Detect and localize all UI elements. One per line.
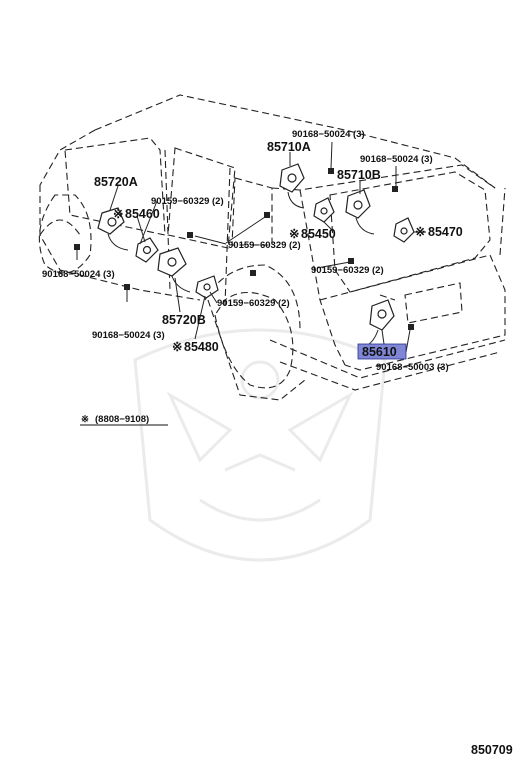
component-85450[interactable]: [313, 197, 335, 223]
component-85480[interactable]: [195, 275, 219, 299]
label-90159-60329-top[interactable]: 90159−60329 (2): [151, 196, 224, 207]
label-90168-50024-left[interactable]: 90168−50024 (3): [42, 269, 115, 280]
component-85460[interactable]: [135, 237, 159, 263]
mark-85470: ※: [415, 225, 425, 239]
label-90159-60329-low[interactable]: 90159−60329 (2): [217, 298, 290, 309]
label-85710A[interactable]: 85710A: [267, 140, 311, 154]
label-85710B[interactable]: 85710B: [337, 168, 381, 182]
label-85720B[interactable]: 85720B: [162, 313, 206, 327]
leader-lines: [76, 141, 426, 353]
label-90168-50024-top[interactable]: 90168−50024 (3): [292, 129, 365, 140]
diagram-number: 850709: [471, 743, 513, 757]
watermark-emblem: [133, 328, 387, 562]
component-85710A[interactable]: [279, 163, 305, 209]
component-85720B[interactable]: [157, 247, 191, 293]
part-labels: 85720A ※ 85460 90159−60329 (2) 90168−500…: [42, 129, 463, 373]
footnote-mark: ※: [81, 414, 89, 425]
label-85720A[interactable]: 85720A: [94, 175, 138, 189]
label-90168-50024-bottom[interactable]: 90168−50024 (3): [92, 330, 165, 341]
vehicle-outline: [38, 94, 506, 401]
bolt-markers: [74, 168, 414, 330]
component-85710B[interactable]: [345, 189, 375, 235]
label-90168-50024-topright[interactable]: 90168−50024 (3): [360, 154, 433, 165]
mark-85460: ※: [113, 207, 123, 221]
label-85610[interactable]: 85610: [362, 345, 397, 359]
component-85610[interactable]: [365, 299, 395, 347]
label-90159-60329-mid[interactable]: 90159−60329 (2): [228, 240, 301, 251]
component-85720A[interactable]: [97, 207, 129, 251]
mark-85450: ※: [289, 227, 299, 241]
label-90168-50003[interactable]: 90168−50003 (3): [376, 362, 449, 373]
label-85460[interactable]: 85460: [125, 207, 160, 221]
mark-85480: ※: [172, 340, 182, 354]
label-90159-60329-right[interactable]: 90159−60329 (2): [311, 265, 384, 276]
footnote: ※ (8808−9108): [80, 414, 168, 426]
label-85480[interactable]: 85480: [184, 340, 219, 354]
label-85470[interactable]: 85470: [428, 225, 463, 239]
label-85450[interactable]: 85450: [301, 227, 336, 241]
highlight-85610: [357, 343, 407, 360]
footnote-range: (8808−9108): [95, 414, 149, 425]
component-85470[interactable]: [393, 217, 415, 243]
